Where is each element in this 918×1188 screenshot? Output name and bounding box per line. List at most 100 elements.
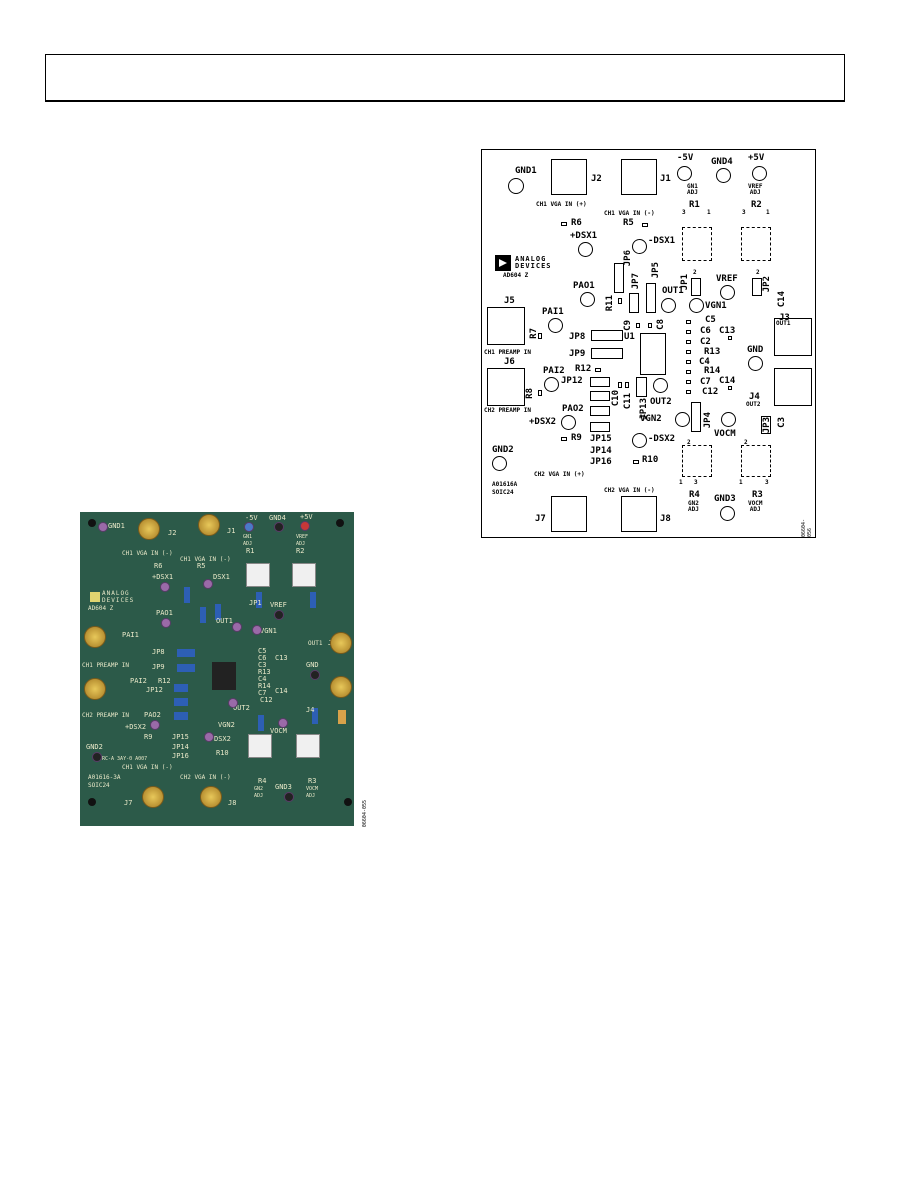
resistor-r7 [538,333,542,339]
photo-label-a01616: A01616-3A [88,774,121,781]
figure-id-photo: 06604-055 [362,800,368,828]
photo-label-vgn2: VGN2 [218,721,235,729]
label-c8: C8 [656,319,666,330]
cap-c4 [686,360,691,364]
photo-testpoint-gnd [310,670,320,680]
label-pao2: PAO2 [562,404,584,414]
photo-label-jp8: JP8 [152,648,165,656]
resistor-r12 [595,368,601,372]
photo-sma-j5 [84,626,106,648]
label-out2-j4: OUT2 [746,401,761,408]
label-j7: J7 [535,514,546,524]
label-r1-pin3: 3 [682,209,686,216]
mounting-hole [336,519,344,527]
label-c7: C7 [700,377,711,387]
photo-jumper-jp16 [174,712,188,720]
label-c13: C13 [719,326,736,336]
photo-pot-r1 [246,563,270,587]
cap-c8 [648,323,652,328]
mounting-hole [344,798,352,806]
label-vgn2: VGN2 [640,414,662,424]
photo-analog-devices-logo [90,592,100,602]
connector-j6 [487,368,525,406]
photo-sma-j3 [330,632,352,654]
label-r4-pin1: 1 [679,479,683,486]
testpoint-pao1 [580,292,595,307]
resistor-r9 [561,437,567,441]
pot-r1 [682,227,712,261]
jumper-jp4 [691,402,701,432]
testpoint-plus-5v [752,166,767,181]
label-jp9: JP9 [569,349,586,359]
label-pai2: PAI2 [543,366,565,376]
label-soic24: SOIC24 [492,489,514,496]
label-r4-pin3: 3 [694,479,698,486]
photo-testpoint-gnd4 [274,522,284,532]
label-j4: J4 [749,392,760,402]
photo-label-vgn1: VGN1 [260,627,277,635]
photo-jumper-jp8 [177,649,195,657]
photo-sma-j4 [330,676,352,698]
label-j2: J2 [591,174,602,184]
label-r1-pin1: 1 [707,209,711,216]
photo-label-r3: R3 [308,777,317,785]
cap-c7 [686,380,691,384]
label-vref: VREF [716,274,738,284]
label-jp2-pin2: 2 [756,269,760,276]
label-jp3: JP3 [762,417,772,434]
photo-jumper-jp2 [310,592,316,608]
figure-id-silkscreen: 06604-056 [801,518,813,537]
jumper-jp15 [590,422,610,432]
jumper-jp6 [614,263,624,293]
photo-label-gnd1: GND1 [108,522,125,530]
jumper-jp7 [629,293,639,313]
testpoint-vocm [721,412,736,427]
photo-pot-r4 [248,734,272,758]
cap-c6 [686,330,691,334]
testpoint-plus-dsx1 [578,242,593,257]
photo-label-ch1-vga-in-3: CH1 VGA IN (-) [122,764,173,771]
label-out1-j3: OUT1 [776,320,791,327]
photo-label-j1: J1 [227,527,236,535]
label-minus-dsx2: -DSX2 [648,434,676,444]
photo-label-gn2-adj: GN2 ADJ [254,786,264,799]
label-minus-5v: -5V [677,153,694,163]
label-jp2: JP2 [762,276,772,293]
mounting-hole [88,798,96,806]
label-gnd3: GND3 [714,494,736,504]
label-r2-pin3: 3 [742,209,746,216]
label-r3-pin1: 1 [739,479,743,486]
testpoint-minus-dsx1 [632,239,647,254]
photo-label-r2: R2 [296,547,305,555]
label-c6: C6 [700,326,711,336]
resistor-r10 [633,460,639,464]
photo-testpoint-pdsx1 [160,582,170,592]
photo-ic-u1 [212,662,236,690]
label-r10: R10 [642,455,659,465]
label-ch2-vga-in-minus: CH2 VGA IN (-) [604,487,655,494]
photo-jumper-jp5 [215,604,221,620]
label-r9: R9 [571,433,582,443]
photo-label-analog-devices: ANALOG DEVICES [102,590,135,604]
photo-testpoint-gnd1 [98,522,108,532]
photo-label-c4: C4 [258,675,267,683]
photo-label-gnd4: GND4 [269,514,286,522]
jumper-jp1 [691,278,701,296]
label-ch1-preamp-in: CH1 PREAMP IN [484,349,531,356]
label-r4: R4 [689,490,700,500]
resistor-r6 [561,222,567,226]
testpoint-vgn1 [689,298,704,313]
photo-label-r4: R4 [258,777,267,785]
photo-pot-r3 [296,734,320,758]
resistor-r5 [642,223,648,227]
label-jp1-pin2: 2 [693,269,697,276]
label-r12: R12 [575,364,592,374]
photo-label-vocm-adj: VOCM ADJ [306,786,319,799]
label-c14: C14 [719,376,736,386]
pot-r4 [682,445,712,477]
testpoint-minus-5v [677,166,692,181]
cap-c10 [618,382,622,388]
board-photo: GND1 J2 J1 -5V GND4 +5V CH1 VGA IN (-) C… [80,512,354,826]
jumper-jp14 [590,391,610,401]
photo-label-jp16: JP16 [172,752,189,760]
